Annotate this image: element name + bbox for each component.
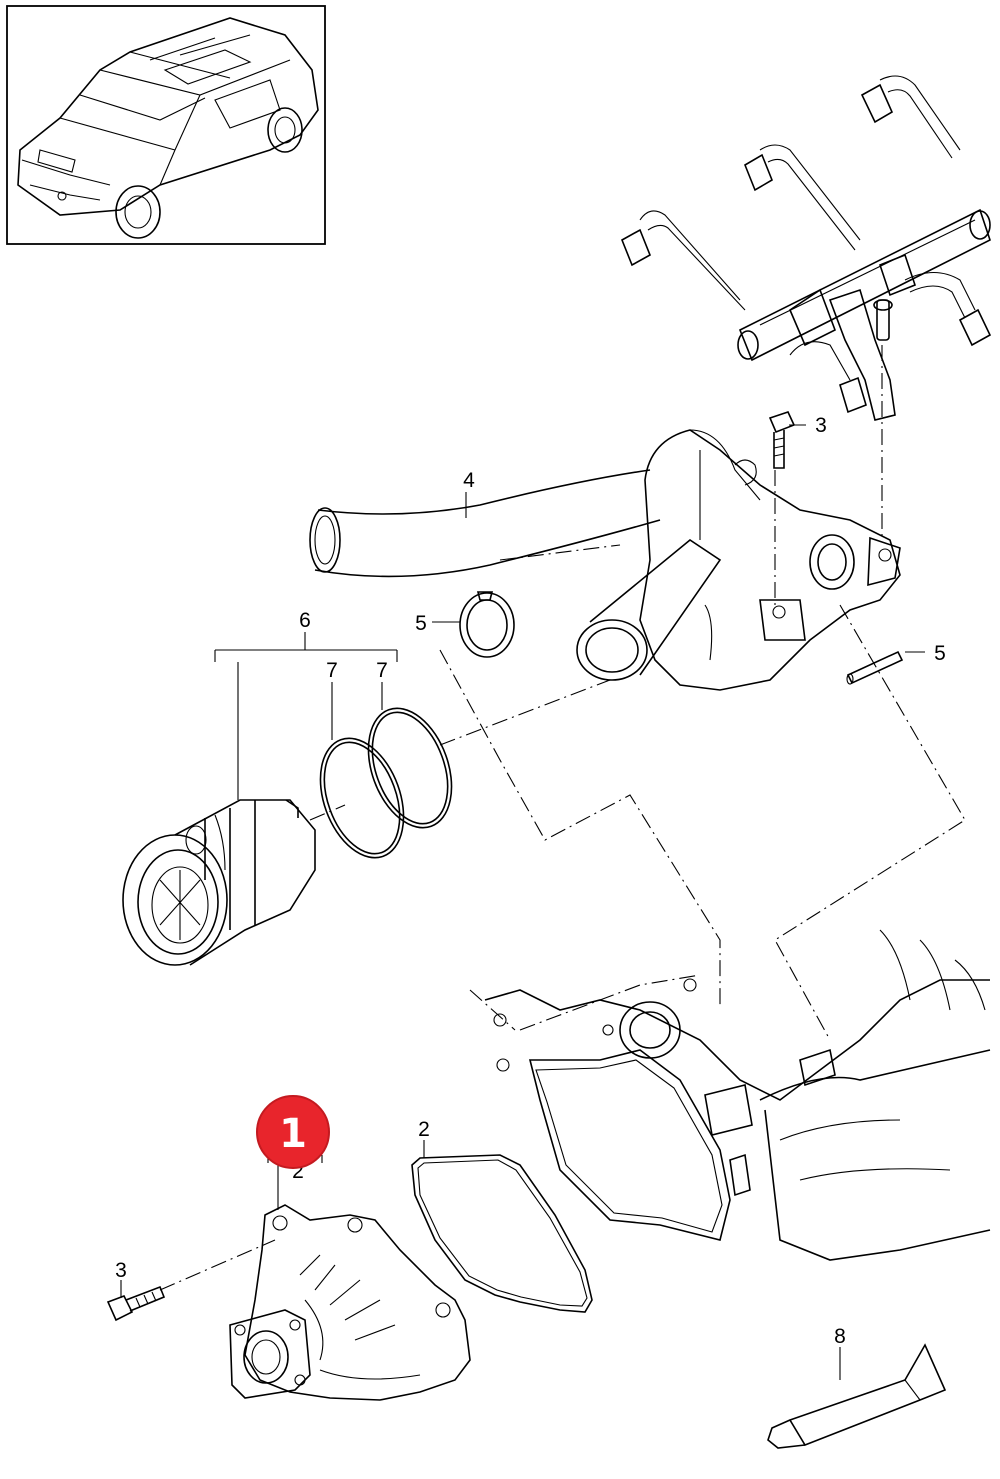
seal-ring bbox=[459, 591, 515, 658]
label-pump-bolt: 3 bbox=[115, 1259, 127, 1282]
label-oring-outer: 7 bbox=[376, 659, 388, 682]
leader-lines bbox=[120, 424, 925, 1380]
badge-circle[interactable] bbox=[256, 1095, 330, 1169]
oring-inner bbox=[319, 737, 405, 859]
label-oring-inner: 7 bbox=[326, 659, 338, 682]
pump-gasket bbox=[411, 1154, 593, 1313]
center-lines bbox=[159, 345, 966, 1291]
label-pump-gasket: 2 bbox=[418, 1118, 430, 1141]
label-sealant-tube: 8 bbox=[834, 1325, 846, 1348]
label-seal-ring: 5 bbox=[415, 612, 427, 635]
label-pin: 5 bbox=[934, 642, 946, 665]
label-housing-bolt: 3 bbox=[815, 414, 827, 437]
fuel-rail-assembly bbox=[620, 75, 992, 421]
sealant-tube bbox=[767, 1343, 947, 1449]
oring-outer bbox=[367, 707, 453, 829]
thumbnail-frame bbox=[6, 5, 326, 245]
callout-labels: 2 3 2 3 4 5 5 6 7 7 8 bbox=[115, 414, 946, 1348]
thermostat-insert bbox=[122, 799, 316, 966]
highlight-badge[interactable]: 1 bbox=[256, 1095, 330, 1169]
badge-number: 1 bbox=[279, 1111, 307, 1157]
dowel-pin bbox=[846, 650, 904, 685]
suv-illustration bbox=[17, 17, 319, 239]
pump-bolt bbox=[106, 1285, 166, 1322]
vehicle-thumbnail bbox=[6, 5, 326, 245]
coolant-pipe bbox=[309, 469, 661, 578]
housing-bolt bbox=[768, 411, 796, 469]
engine-block bbox=[484, 929, 991, 1261]
label-pipe: 4 bbox=[463, 469, 475, 492]
thermostat-housing bbox=[576, 429, 901, 691]
label-pump-bracket: 2 bbox=[292, 1160, 304, 1183]
label-thermostat-bracket: 6 bbox=[299, 609, 311, 632]
water-pump bbox=[229, 1204, 471, 1401]
